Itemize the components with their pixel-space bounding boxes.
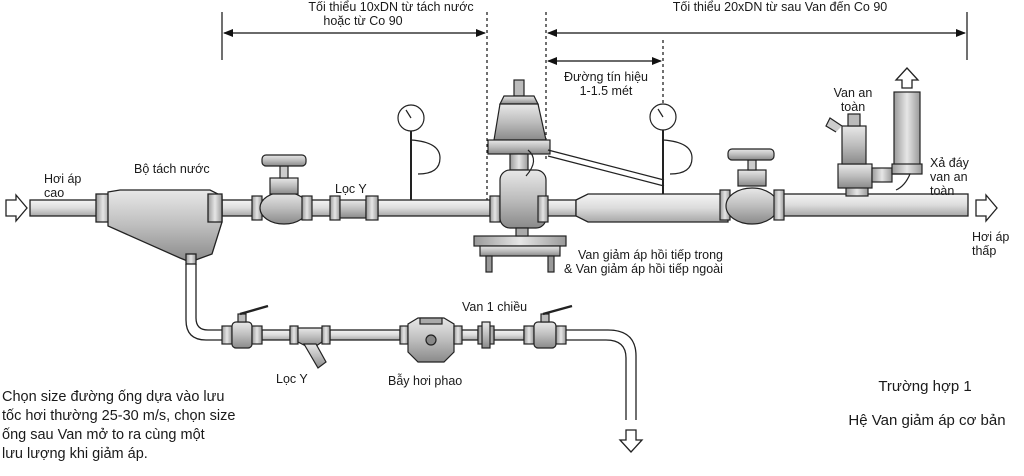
y-strainer-main <box>329 195 379 221</box>
note-line4: lưu lượng khi giảm áp. <box>2 446 148 462</box>
check-valve-label: Van 1 chiều <box>462 300 528 314</box>
signal-line1: Đường tín hiệu <box>564 70 648 84</box>
stop-valve-downstream <box>719 148 785 225</box>
pressure-reducing-valve <box>473 79 567 273</box>
strainer-main-label: Lọc Y <box>335 182 367 196</box>
safety-valve <box>825 113 893 197</box>
dim-upstream-line2: hoặc từ Co 90 <box>323 14 403 28</box>
note-line1: Chọn size đường ống dựa vào lưu <box>2 389 225 405</box>
float-trap-label: Bẫy hơi phao <box>388 374 463 388</box>
pressure-gauge-2 <box>649 103 693 194</box>
inlet-arrow-icon <box>5 193 28 223</box>
strainer-drain-label: Lọc Y <box>276 372 308 386</box>
prv-label: Van giảm áp hồi tiếp trong & Van giảm áp… <box>564 248 723 276</box>
pressure-gauge-icon <box>397 104 441 200</box>
separator <box>95 189 223 265</box>
dim-upstream-label: Tối thiểu 10xDN từ tách nước hoặc từ Co … <box>266 0 516 28</box>
dim-upstream-line1: Tối thiểu 10xDN từ tách nước <box>308 0 474 14</box>
ball-valve-drain-2 <box>523 304 573 349</box>
separator-label: Bộ tách nước <box>134 162 210 176</box>
inlet-label: Hơi áp cao <box>44 172 81 200</box>
safety-drain-line1: Xả đáy <box>930 156 969 170</box>
note-line3: ống sau Van mở to ra cùng một <box>2 427 205 443</box>
float-trap <box>399 317 463 363</box>
case-title: Trường hợp 1 <box>878 378 972 395</box>
ball-valve-drain-1 <box>221 304 269 349</box>
signal-line <box>547 149 665 187</box>
vent-pipe <box>891 91 923 191</box>
outlet-arrow-icon <box>975 193 998 223</box>
safety-drain-line3: toàn <box>930 184 955 198</box>
safety-drain-line2: van an <box>930 170 968 184</box>
safety-valve-line1: Van an <box>833 86 873 100</box>
safety-drain-label: Xả đáy van an toàn <box>930 156 969 198</box>
safety-valve-label: Van an toàn <box>828 86 878 114</box>
outlet-label: Hơi áp thấp <box>972 230 1009 258</box>
outlet-line1: Hơi áp <box>972 230 1010 244</box>
inlet-line1: Hơi áp <box>44 172 82 186</box>
vent-up-arrow-icon <box>894 67 920 89</box>
check-valve <box>477 321 495 349</box>
signal-line2: 1-1.5 mét <box>579 84 633 98</box>
drain-down-arrow-icon <box>618 429 644 453</box>
signal-line-label: Đường tín hiệu 1-1.5 mét <box>550 70 662 98</box>
dim-downstream-label: Tối thiểu 20xDN từ sau Van đến Co 90 <box>672 0 888 14</box>
prv-line1: Van giảm áp hồi tiếp trong <box>578 248 724 262</box>
y-strainer-drain <box>289 325 331 369</box>
sizing-note: Chọn size đường ống dựa vào lưu tốc hơi … <box>2 388 272 464</box>
inlet-line2: cao <box>44 186 65 200</box>
outlet-line2: thấp <box>972 244 997 258</box>
prv-line2: & Van giảm áp hồi tiếp ngoài <box>564 262 723 276</box>
note-line2: tốc hơi thường 25-30 m/s, chọn size <box>2 408 236 424</box>
case-subtitle: Hệ Van giảm áp cơ bản <box>848 412 1006 429</box>
safety-valve-line2: toàn <box>840 100 866 114</box>
stop-valve-upstream <box>251 154 313 225</box>
